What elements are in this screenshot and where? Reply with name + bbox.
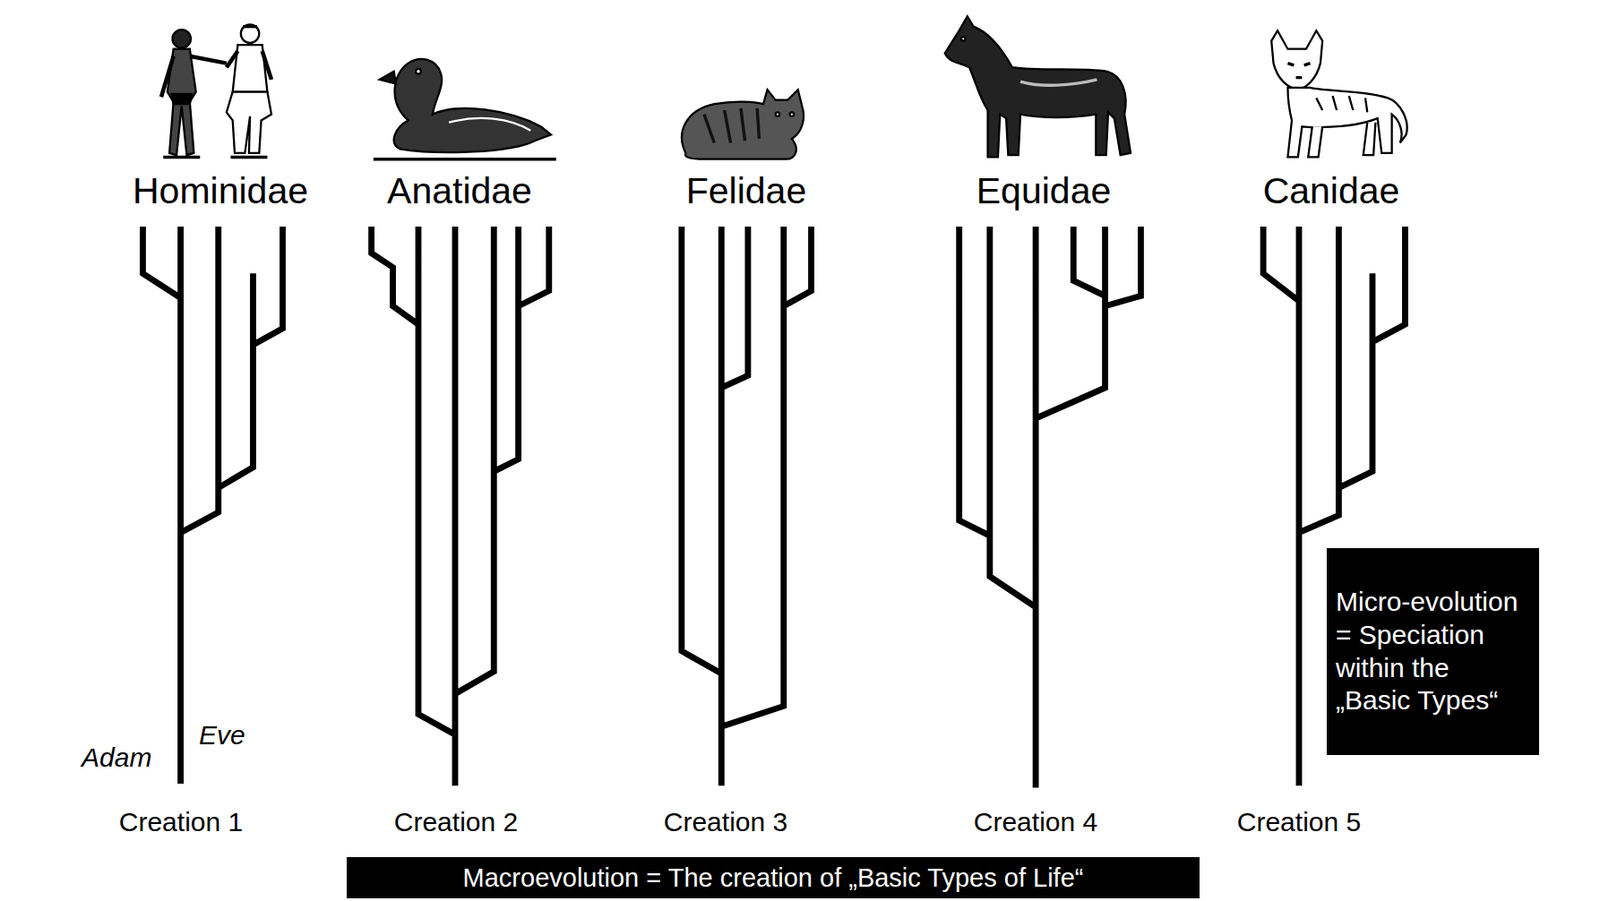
- definition-banner: Macroevolution = The creation of „Basic …: [346, 857, 1200, 899]
- creation-label: Creation 1: [119, 807, 243, 837]
- creation-label: Creation 2: [394, 807, 518, 837]
- wolf-figure: [1271, 30, 1407, 157]
- men-figure: [161, 24, 272, 157]
- adam-label: Adam: [81, 742, 152, 773]
- creation-label: Creation 5: [1237, 807, 1361, 837]
- horse-figure: [945, 16, 1131, 157]
- family-name: Hominidae: [132, 171, 309, 212]
- family-name: Equidae: [976, 171, 1111, 212]
- family-name: Felidae: [686, 171, 807, 212]
- definition-box: Micro-evolution = Speciation within the …: [1326, 548, 1540, 756]
- family-name: Anatidae: [387, 171, 533, 212]
- duck-figure: [373, 59, 557, 160]
- definition-text: Micro-evolution = Speciation within the …: [1335, 585, 1531, 717]
- creation-label: Creation 3: [663, 807, 788, 837]
- cat-figure: [681, 89, 804, 159]
- definition-text: Macroevolution = The creation of „Basic …: [357, 865, 1189, 892]
- creation-label: Creation 4: [973, 807, 1098, 837]
- basic-type-trees: [142, 226, 1405, 789]
- eve-label: Eve: [198, 720, 246, 750]
- family-name: Canidae: [1263, 171, 1401, 212]
